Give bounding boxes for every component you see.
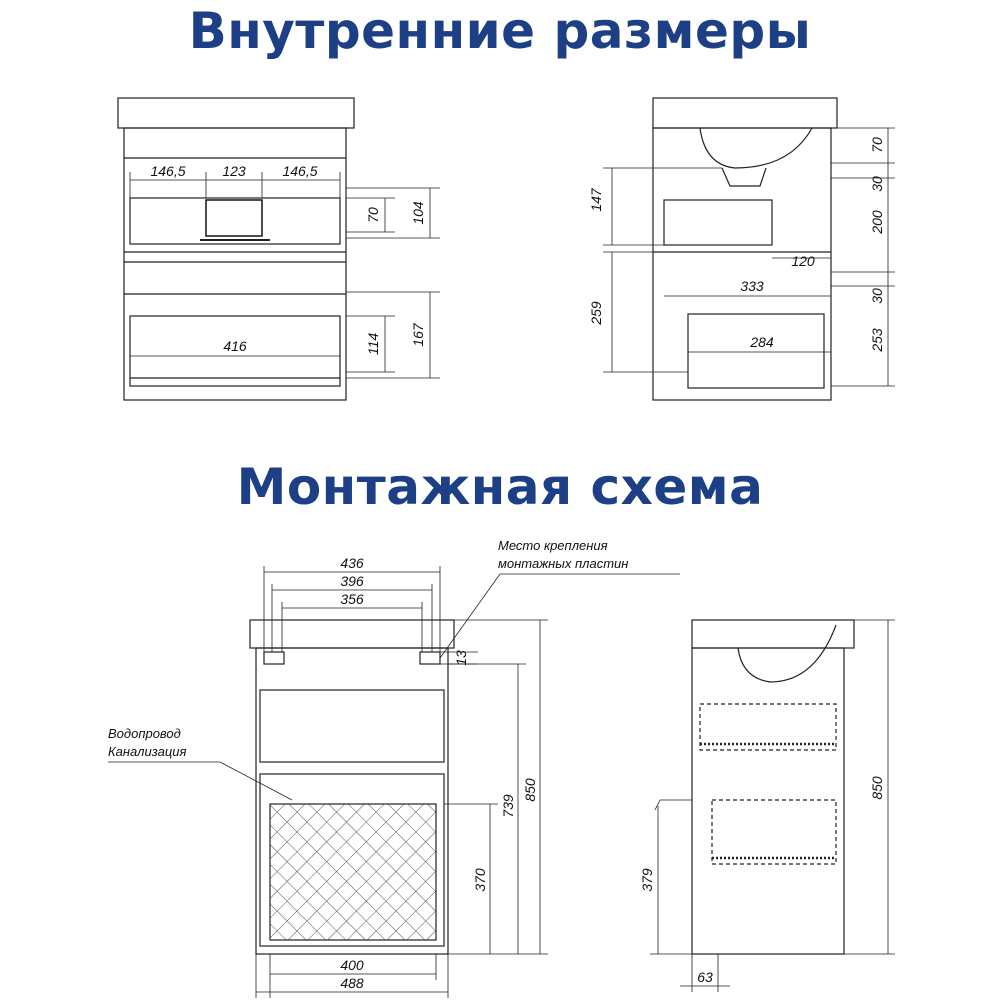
side-body — [652, 127, 832, 401]
dim-850-front: 850 — [522, 778, 538, 802]
mount-countertop — [249, 619, 455, 649]
dim-333: 333 — [740, 278, 764, 294]
side-drawer-1 — [663, 199, 773, 246]
dim-30-side-b: 30 — [869, 288, 885, 304]
mount-side-countertop — [691, 619, 855, 649]
drawer-1 — [129, 197, 341, 245]
internal-side-view — [603, 97, 895, 401]
drawer-2 — [129, 315, 341, 387]
mount-drawer-2 — [259, 773, 445, 947]
dim-70: 70 — [365, 207, 381, 223]
mounting-side-view — [650, 619, 895, 992]
title-mounting-scheme: Монтажная схема — [236, 458, 764, 516]
plumbing-zone-hatch — [269, 803, 437, 941]
dim-167: 167 — [410, 322, 426, 347]
dim-370: 370 — [472, 868, 488, 892]
dim-200: 200 — [869, 210, 885, 235]
mount-side-body — [691, 647, 845, 955]
dim-70-side: 70 — [869, 137, 885, 153]
dim-253: 253 — [869, 328, 885, 353]
side-basin — [699, 127, 813, 169]
dim-416: 416 — [223, 338, 247, 354]
internal-front-view — [117, 97, 440, 401]
side-countertop — [652, 97, 838, 129]
dim-850-side: 850 — [869, 776, 885, 800]
side-drawer-2 — [687, 313, 825, 389]
dim-114: 114 — [365, 333, 381, 356]
callout-water-line2: Канализация — [108, 744, 186, 759]
dim-488: 488 — [340, 975, 364, 991]
dim-356: 356 — [340, 591, 364, 607]
dim-30-side-a: 30 — [869, 176, 885, 192]
cabinet-body — [123, 127, 347, 401]
dim-400: 400 — [340, 957, 364, 973]
callout-mounting-plates-line1: Место крепления — [498, 538, 608, 553]
mount-side-basin — [737, 624, 837, 683]
dim-120: 120 — [791, 253, 815, 269]
mounting-plate-left — [263, 651, 285, 665]
dim-63: 63 — [697, 969, 713, 985]
dim-147: 147 — [588, 187, 604, 212]
dim-146-5-left: 146,5 — [150, 163, 185, 179]
dim-436: 436 — [340, 555, 364, 571]
dim-259: 259 — [588, 301, 604, 326]
title-internal-dimensions: Внутренние размеры — [188, 2, 812, 60]
countertop — [117, 97, 355, 129]
dim-284: 284 — [749, 334, 774, 350]
dim-379: 379 — [639, 868, 655, 892]
dim-396: 396 — [340, 573, 364, 589]
dim-146-5-right: 146,5 — [282, 163, 317, 179]
mounting-plate-right — [419, 651, 441, 665]
dim-13: 13 — [453, 650, 469, 666]
mount-side-drawer-2 — [711, 799, 837, 865]
dim-123: 123 — [222, 163, 246, 179]
callout-water-line1: Водопровод — [108, 726, 181, 741]
dim-739: 739 — [500, 794, 516, 818]
dim-104: 104 — [410, 201, 426, 225]
mount-drawer-1 — [259, 689, 445, 763]
callout-mounting-plates-line2: монтажных пластин — [498, 556, 628, 571]
siphon-cutout — [205, 199, 263, 237]
mounting-front-view — [108, 566, 680, 998]
mount-body — [255, 647, 449, 955]
